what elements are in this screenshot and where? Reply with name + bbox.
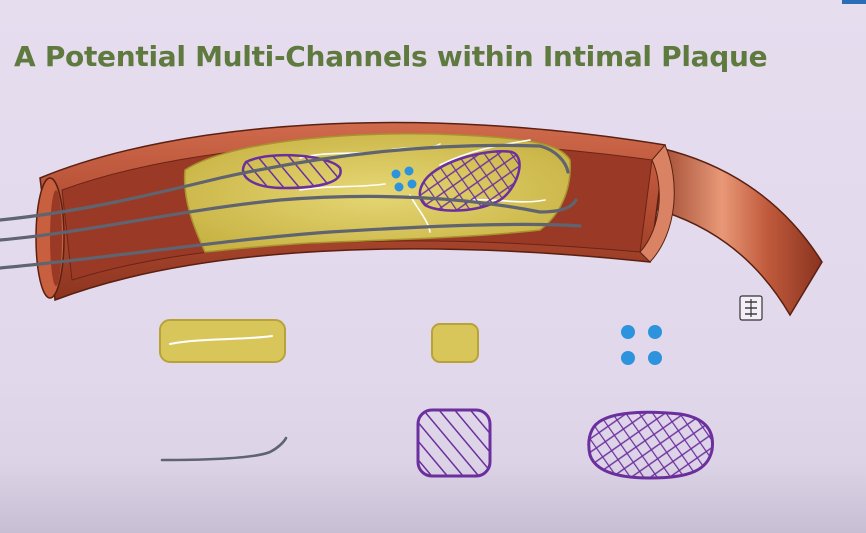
four-dots-icon bbox=[621, 325, 662, 365]
guidewire-2 bbox=[0, 194, 578, 242]
guidewire-3 bbox=[0, 222, 582, 270]
corner-mark bbox=[842, 0, 866, 4]
vessel-right-extension bbox=[639, 147, 823, 317]
microchannel bbox=[299, 183, 386, 191]
blue-dot bbox=[391, 169, 401, 179]
slide-title: A Potential Multi-Channels within Intima… bbox=[14, 40, 768, 73]
blue-dot bbox=[404, 166, 414, 176]
microchannel bbox=[439, 139, 531, 166]
hatch-square-icon bbox=[416, 408, 492, 478]
blue-dot bbox=[407, 179, 417, 189]
blue-dot bbox=[394, 182, 404, 192]
wire-line-icon bbox=[160, 436, 288, 462]
seal-stamp-icon bbox=[739, 295, 763, 321]
blue-dot bbox=[648, 351, 662, 365]
plaque-square-icon bbox=[431, 323, 479, 363]
blue-dot bbox=[621, 325, 635, 339]
vessel-crosshatched-tissue bbox=[418, 150, 521, 212]
crosshatch-oval-icon bbox=[587, 410, 715, 480]
guidewires bbox=[0, 143, 582, 270]
blue-dot bbox=[648, 325, 662, 339]
blue-dot bbox=[621, 351, 635, 365]
plaque-rectangle-icon bbox=[159, 319, 286, 363]
vessel-blue-dots bbox=[391, 166, 417, 192]
vessel-left-opening bbox=[50, 190, 62, 286]
guidewire-1 bbox=[0, 143, 570, 222]
vessel-hatched-tissue bbox=[241, 153, 342, 190]
vessel-right-cut bbox=[639, 144, 675, 263]
